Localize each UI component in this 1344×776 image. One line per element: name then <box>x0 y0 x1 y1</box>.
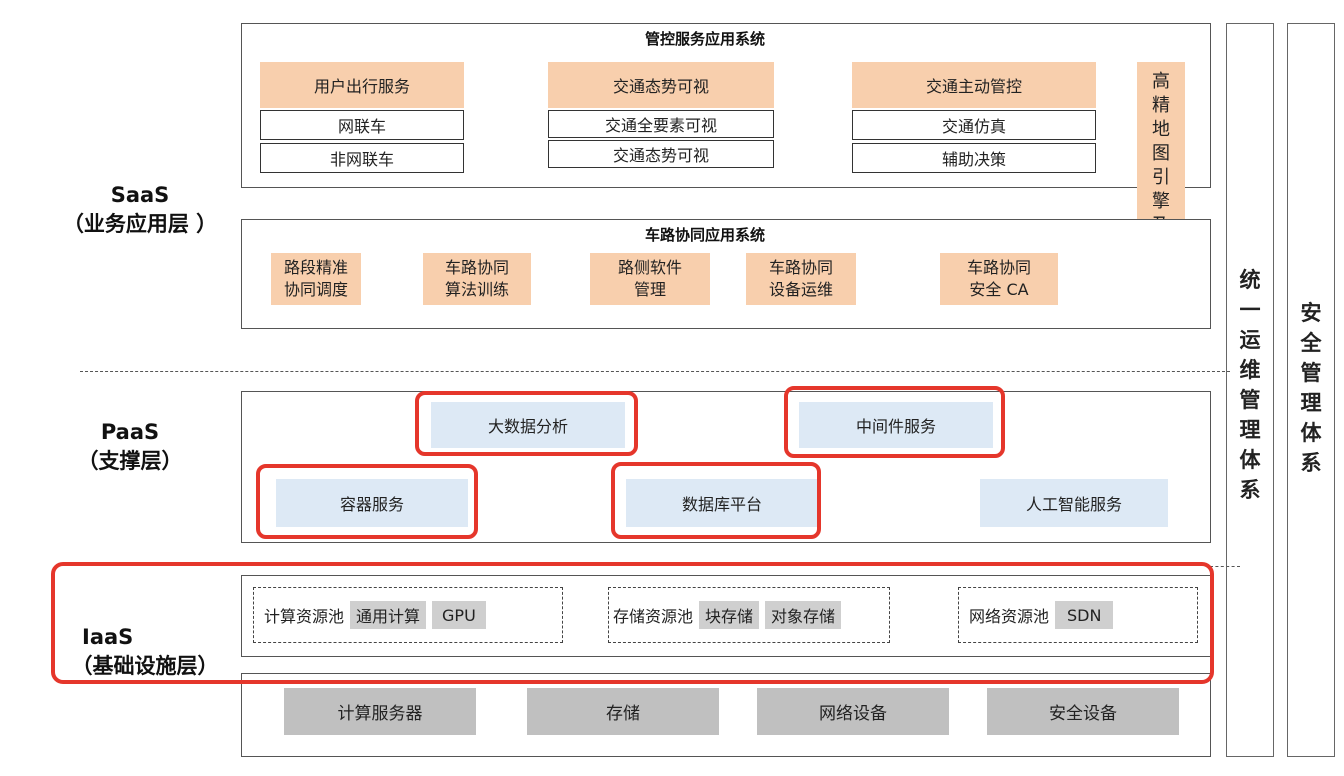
ai-service-box: 人工智能服务 <box>980 479 1168 527</box>
storage-chip-object: 对象存储 <box>765 601 842 629</box>
layer-name-iaas: IaaS <box>82 625 134 649</box>
network-pool: 网络资源池 SDN <box>958 587 1198 643</box>
compute-pool: 计算资源池 通用计算 GPU <box>253 587 563 643</box>
v2x-item-roadside-software-line1: 路侧软件 <box>617 258 682 277</box>
saas-v2x-title: 车路协同应用系统 <box>644 225 765 244</box>
group-item-traffic-simulation: 交通仿真 <box>852 110 1096 140</box>
v2x-item-dispatch-line1: 路段精准 <box>283 258 348 277</box>
middleware-highlight <box>784 386 1005 458</box>
layer-sub-iaas: （基础设施层） <box>71 654 219 678</box>
group-item-decision-support: 辅助决策 <box>852 143 1096 173</box>
security-management-label-wrap: 安全管理体系 <box>1296 298 1326 478</box>
v2x-item-device-ops-line2: 设备运维 <box>768 280 833 299</box>
saas-paas-divider <box>80 371 1230 372</box>
database-platform-box: 数据库平台 <box>626 479 818 527</box>
layer-name-paas: PaaS <box>100 420 160 444</box>
v2x-item-device-ops-line1: 车路协同 <box>768 258 833 277</box>
storage-chip-block: 块存储 <box>699 601 760 629</box>
group-header-travel: 用户出行服务 <box>260 62 464 108</box>
database-highlight <box>611 462 821 539</box>
v2x-item-security-ca-line2: 安全 CA <box>969 280 1029 299</box>
v2x-item-algorithm-line2: 算法训练 <box>444 280 509 299</box>
compute-chip-gpu: GPU <box>432 601 486 629</box>
middleware-service-box: 中间件服务 <box>799 402 993 448</box>
v2x-item-device-ops: 车路协同 设备运维 <box>746 253 856 305</box>
security-management-bar <box>1287 23 1335 757</box>
bigdata-analysis-box: 大数据分析 <box>431 402 625 448</box>
iaas-highlight <box>51 562 1214 684</box>
compute-pool-label: 计算资源池 <box>264 607 345 626</box>
group-item-connected-car: 网联车 <box>260 110 464 140</box>
container-highlight <box>256 464 478 539</box>
layer-label-saas: SaaS （业务应用层 ） <box>40 181 240 239</box>
hardware-network-device: 网络设备 <box>757 688 949 735</box>
v2x-item-algorithm-line1: 车路协同 <box>444 258 509 277</box>
group-item-non-connected-car: 非网联车 <box>260 143 464 173</box>
v2x-item-security-ca: 车路协同 安全 CA <box>940 253 1058 305</box>
security-management-text: 安全管理体系 <box>1300 301 1322 475</box>
group-header-traffic-visual: 交通态势可视 <box>548 62 774 108</box>
compute-chip-general: 通用计算 <box>350 601 427 629</box>
v2x-item-roadside-software: 路侧软件 管理 <box>590 253 710 305</box>
storage-pool-label: 存储资源池 <box>613 607 694 626</box>
layer-sub-paas: （支撑层） <box>77 449 183 473</box>
paas-iaas-divider <box>1210 566 1240 567</box>
hardware-compute-server: 计算服务器 <box>284 688 476 735</box>
v2x-item-security-ca-line1: 车路协同 <box>966 258 1031 277</box>
group-item-situation-visual: 交通态势可视 <box>548 140 774 168</box>
group-item-all-elements-visual: 交通全要素可视 <box>548 110 774 138</box>
layer-sub-saas: （业务应用层 ） <box>62 212 218 236</box>
ops-management-bar <box>1226 23 1274 757</box>
ops-management-text: 统一运维管理体系 <box>1239 268 1261 502</box>
v2x-item-roadside-software-line2: 管理 <box>633 280 666 299</box>
bigdata-highlight <box>415 391 638 456</box>
container-service-box: 容器服务 <box>276 479 468 527</box>
network-pool-label: 网络资源池 <box>969 607 1050 626</box>
hardware-security-device: 安全设备 <box>987 688 1179 735</box>
group-header-active-control: 交通主动管控 <box>852 62 1096 108</box>
network-chip-sdn: SDN <box>1055 601 1114 629</box>
hardware-storage: 存储 <box>527 688 719 735</box>
layer-label-iaas: IaaS （基础设施层） <box>50 623 240 681</box>
ops-management-label-wrap: 统一运维管理体系 <box>1235 265 1265 515</box>
v2x-item-algorithm: 车路协同 算法训练 <box>423 253 531 305</box>
storage-pool: 存储资源池 块存储 对象存储 <box>608 587 890 643</box>
saas-control-title: 管控服务应用系统 <box>644 29 765 48</box>
v2x-item-dispatch-line2: 协同调度 <box>283 280 348 299</box>
layer-name-saas: SaaS <box>110 183 170 207</box>
layer-label-paas: PaaS （支撑层） <box>30 418 230 476</box>
v2x-item-dispatch: 路段精准 协同调度 <box>271 253 361 305</box>
